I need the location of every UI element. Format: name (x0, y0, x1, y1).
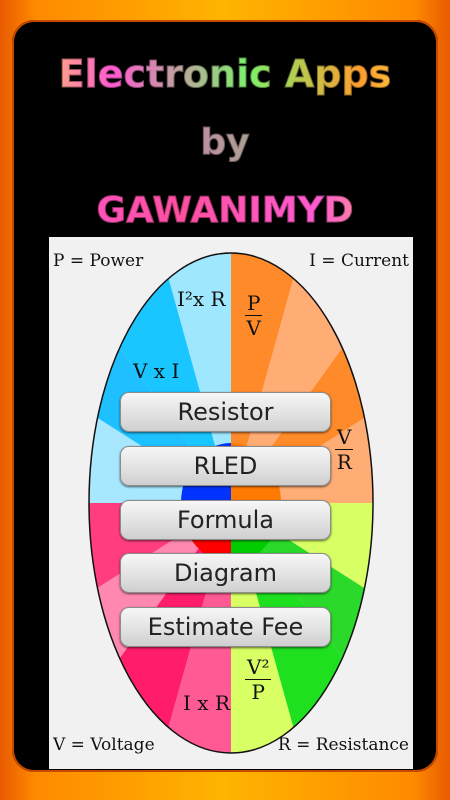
legend-power: P = Power (53, 251, 144, 271)
formula-ixr: I x R (183, 691, 230, 715)
legend-current: I = Current (309, 251, 409, 271)
resistor-button[interactable]: Resistor (120, 392, 331, 432)
app-by-label: by (0, 122, 450, 164)
estimate-fee-button[interactable]: Estimate Fee (120, 607, 331, 647)
rled-button[interactable]: RLED (120, 446, 331, 486)
formula-button[interactable]: Formula (120, 500, 331, 540)
legend-resistance: R = Resistance (277, 735, 409, 755)
formula-i2xr: I²x R (177, 287, 226, 311)
formula-vxi: V x I (133, 359, 180, 383)
legend-voltage: V = Voltage (53, 735, 155, 755)
app-title: Electronic Apps (0, 52, 450, 97)
app-author: GAWANIMYD (0, 190, 450, 232)
diagram-button[interactable]: Diagram (120, 553, 331, 593)
